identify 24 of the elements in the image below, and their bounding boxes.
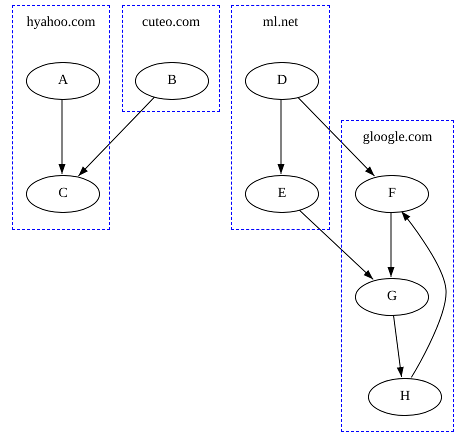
arrow: [78, 96, 156, 176]
cluster-label: hyahoo.com: [26, 15, 96, 31]
node-label: F: [387, 186, 397, 202]
node-label: B: [166, 73, 178, 89]
arrow: [278, 98, 284, 174]
cluster-box: [122, 5, 220, 112]
cluster-label: ml.net: [262, 15, 300, 31]
arrow: [388, 212, 394, 278]
arrow: [392, 314, 404, 378]
node-label: H: [398, 389, 412, 405]
node-label: E: [276, 186, 288, 202]
arrow: [298, 209, 374, 280]
node-label: D: [276, 73, 288, 89]
cluster-box: [341, 120, 454, 432]
node-label: A: [56, 73, 70, 89]
node-label: C: [57, 186, 69, 202]
cluster-label: cuteo.com: [141, 15, 201, 31]
cluster-label: gloogle.com: [362, 130, 434, 146]
cluster-box: [231, 5, 330, 230]
node-label: G: [386, 289, 398, 305]
arrow: [297, 96, 375, 176]
arrow: [400, 210, 446, 378]
cluster-box: [12, 5, 110, 230]
arrow: [58, 98, 66, 174]
